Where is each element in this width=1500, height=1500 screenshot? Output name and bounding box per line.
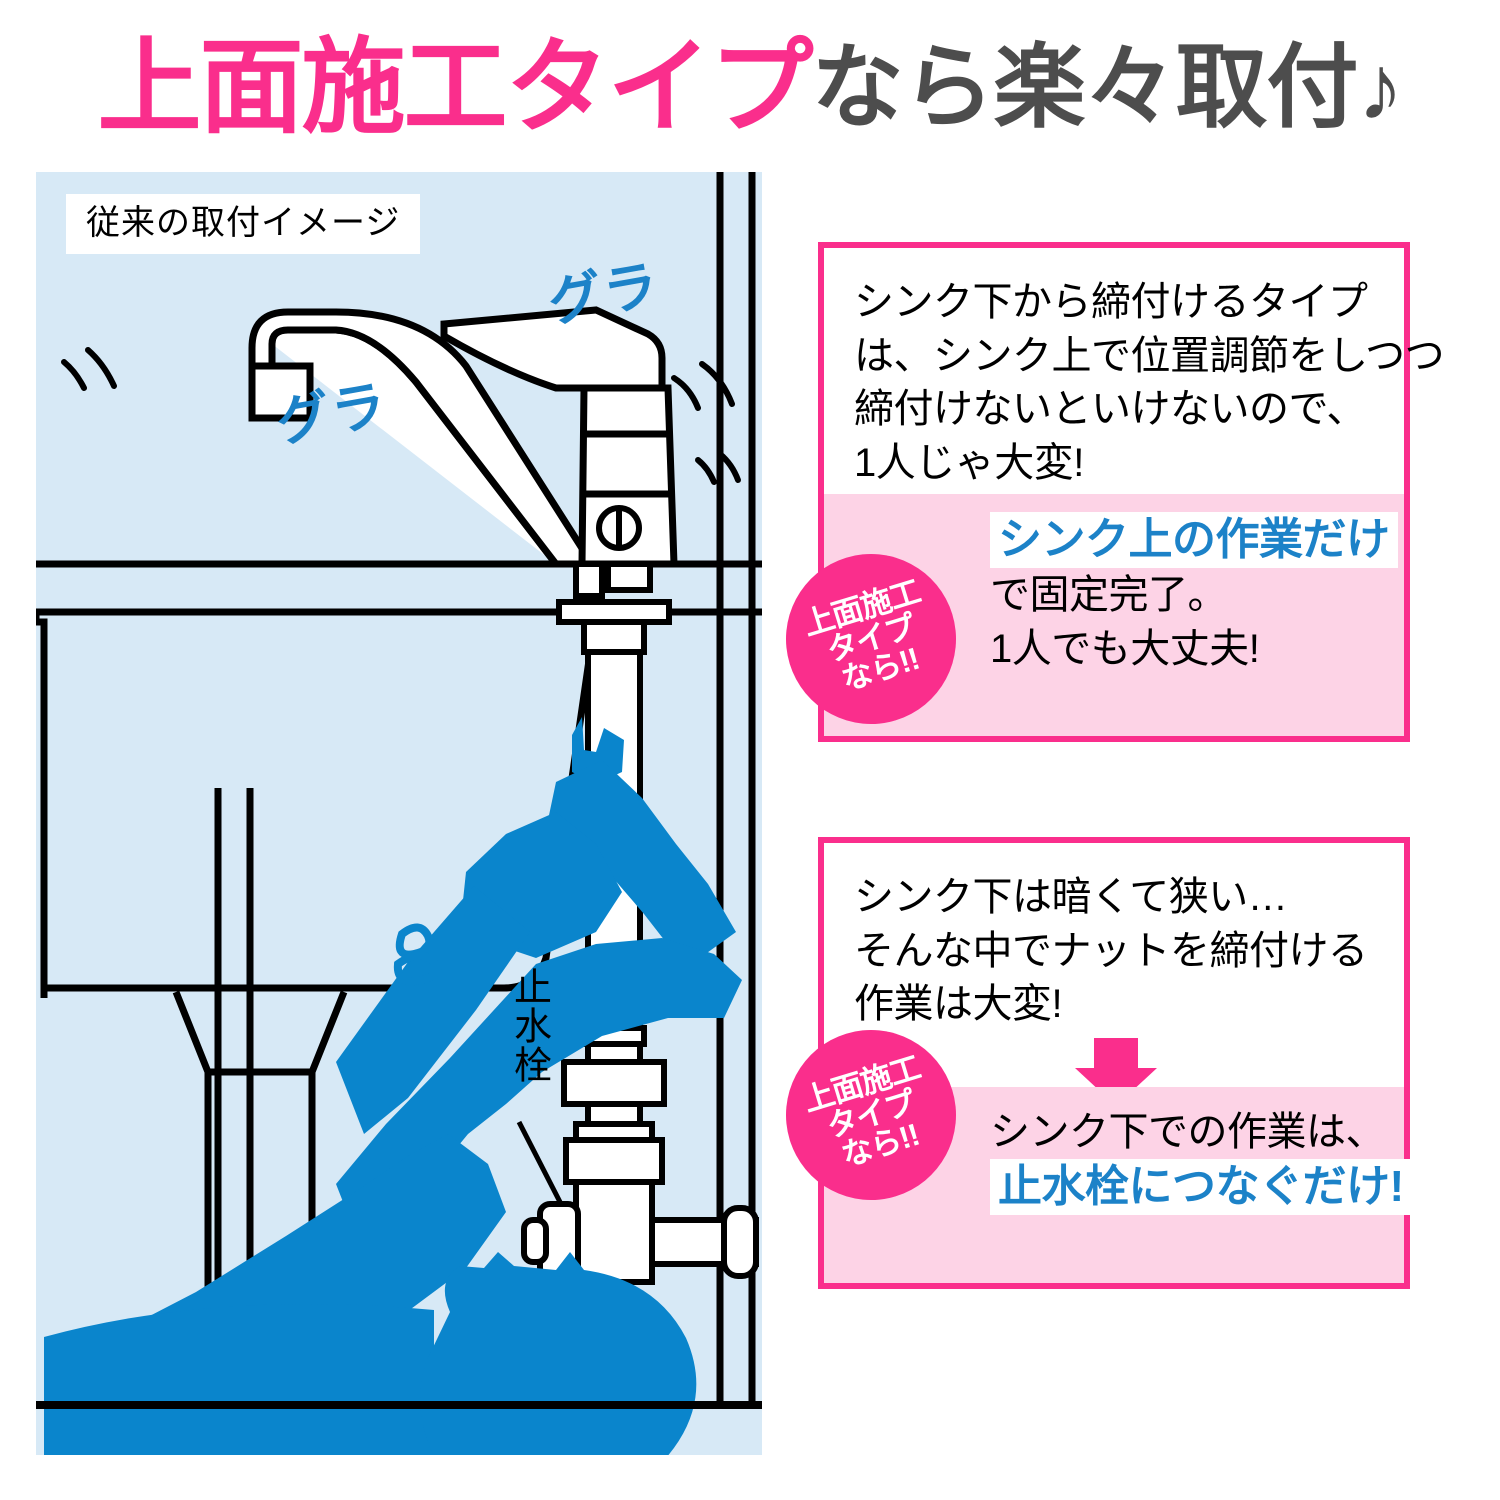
page-title-gray: なら楽々取付♪ — [811, 37, 1404, 139]
sink-drain — [172, 990, 348, 1076]
callout-2-solution-highlight: 止水栓につなぐだけ! — [990, 1159, 1412, 1215]
sweat-drop-icon — [393, 923, 441, 986]
valve-leader-line — [516, 1120, 563, 1204]
callout-2-solution-highlight-row: 止水栓につなぐだけ! — [990, 1159, 1412, 1215]
valve-nut — [563, 1137, 665, 1185]
callout-1-solution-highlight-row: シンク上の作業だけ — [990, 512, 1398, 568]
callout-1-problem-line-2: は、シンク上で位置調節をしつつ — [854, 333, 1445, 378]
faucet-aerator — [248, 362, 314, 422]
callout-2-problem-line-2: そんな中でナットを締付ける — [854, 928, 1368, 973]
callout-1-problem-line-3: 締付けないといけないので、 — [854, 387, 1366, 432]
worker-silhouette — [44, 717, 742, 1455]
callout-1-problem-line-4: 1人じゃ大変! — [854, 440, 1084, 485]
page-title: 上面施工タイプなら楽々取付♪ — [0, 28, 1500, 148]
shutoff-valve-body — [573, 1179, 655, 1285]
faucet-lever-handle — [440, 306, 666, 392]
callout-2-solution-lead: シンク下での作業は、 — [990, 1110, 1386, 1154]
wobble-motion-lines — [61, 347, 741, 485]
panel-label: 従来の取付イメージ — [66, 194, 421, 254]
page-title-pink: 上面施工タイプ — [97, 30, 813, 146]
callout-1-solution-line-1: で固定完了。 — [990, 573, 1228, 617]
callout-2-problem-line-3: 作業は大変! — [854, 982, 1063, 1027]
callout-1-problem-line-1: シンク下から締付けるタイプ — [854, 280, 1368, 324]
callout-column: シンク下から締付けるタイプ は、シンク上で位置調節をしつつ 締付けないといけない… — [764, 172, 1445, 1455]
callout-1-solution-line-2: 1人でも大丈夫! — [990, 627, 1260, 671]
callout-1-problem: シンク下から締付けるタイプ は、シンク上で位置調節をしつつ 締付けないといけない… — [824, 248, 1445, 565]
shutoff-valve-label: 止水栓 — [507, 967, 550, 1084]
faucet-spout-body — [248, 308, 599, 568]
callout-1-solution-highlight: シンク上の作業だけ — [990, 512, 1398, 568]
kitchen-sink-illustration — [36, 172, 762, 1455]
conventional-install-illustration-panel: 従来の取付イメージ グラ グラ 止水栓 — [36, 172, 762, 1455]
supply-nut — [561, 1059, 667, 1107]
callout-2-problem-line-1: シンク下は暗くて狭い… — [854, 875, 1288, 919]
